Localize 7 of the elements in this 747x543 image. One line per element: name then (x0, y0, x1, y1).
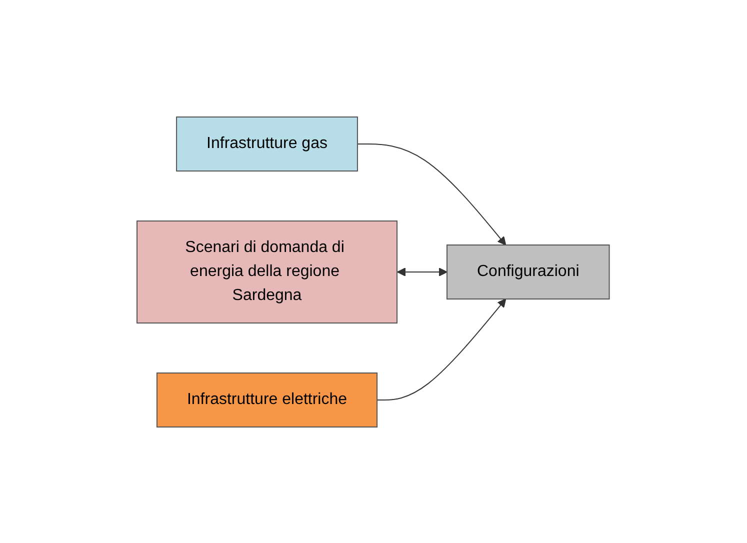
node-box: Infrastrutture gas (176, 116, 358, 171)
arrow (376, 298, 506, 400)
arrow (357, 143, 506, 245)
node-box: Infrastrutture elettriche (156, 372, 378, 427)
node-box: Scenari di domanda di energia della regione Sardegna (136, 220, 398, 323)
node-box: Configurazioni (446, 244, 610, 299)
arrow (397, 267, 448, 276)
